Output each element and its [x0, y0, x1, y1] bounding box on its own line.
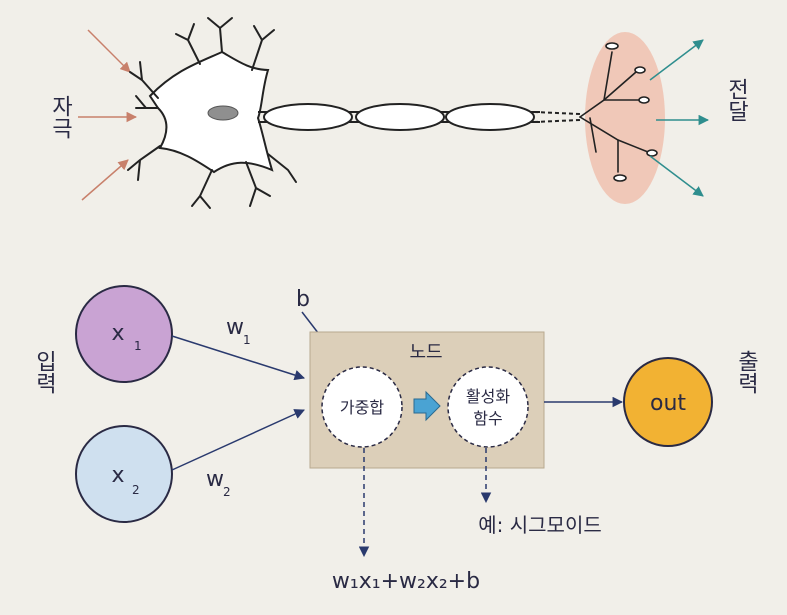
dendrites	[127, 17, 297, 209]
node-title: 노드	[409, 342, 442, 363]
transmit-arrow	[649, 39, 704, 81]
w1-subscript: 1	[243, 333, 251, 347]
weighted-sum-circle	[321, 366, 403, 448]
activation-label-line2: 함수	[473, 409, 502, 428]
example-text: 예: 시그모이드	[478, 513, 602, 537]
perceptron-diagram: 입력 x 1 x 2 w 1 w 2 b 노드 가중합 활성화 함수 out 출…	[32, 285, 759, 594]
formula-text: w₁x₁+w₂x₂+b	[332, 569, 480, 594]
input-label: 입력	[32, 350, 57, 394]
w2-label: w	[206, 467, 224, 492]
output-node-label: out	[650, 391, 686, 416]
block-arrow	[413, 390, 441, 422]
w2-subscript: 2	[223, 485, 231, 499]
bias-label: b	[296, 287, 310, 312]
transmit-arrow	[649, 155, 704, 197]
edge-w1	[171, 335, 306, 381]
edge-w2	[171, 409, 305, 471]
w1-label: w	[226, 315, 244, 340]
myelin-sheath	[355, 103, 445, 131]
x2-subscript: 2	[132, 483, 140, 497]
x1-label: x	[111, 321, 124, 346]
myelin-sheath	[263, 103, 353, 131]
axon	[258, 103, 581, 131]
activation-circle	[447, 366, 529, 448]
weighted-sum-label: 가중합	[340, 398, 384, 417]
output-node	[623, 357, 713, 447]
axon-terminals	[579, 42, 658, 182]
nucleus	[207, 105, 239, 121]
activation-label-line1: 활성화	[466, 387, 510, 406]
input-x1-node	[75, 285, 173, 383]
output-label: 출력	[734, 350, 759, 394]
x1-subscript: 1	[134, 339, 142, 353]
axon-terminal-zone	[585, 32, 665, 204]
x2-label: x	[111, 463, 124, 488]
stimulus-arrow	[87, 29, 131, 73]
transmit-label: 전달	[724, 78, 749, 122]
neuron-illustration: 자극	[48, 17, 749, 209]
myelin-sheath	[445, 103, 535, 131]
stimulus-arrow	[81, 159, 129, 201]
input-x2-node	[75, 425, 173, 523]
stimulus-label: 자극	[48, 95, 73, 139]
